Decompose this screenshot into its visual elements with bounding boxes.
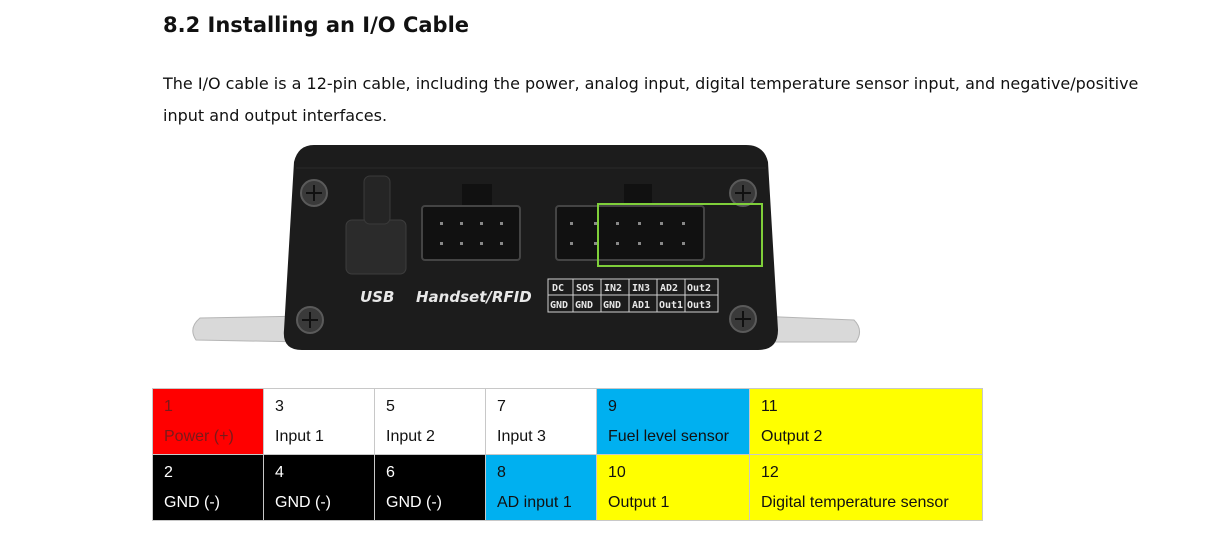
pin-label-top: IN3	[632, 283, 650, 294]
pin-number: 3	[275, 398, 284, 415]
screw-icon-top-left	[300, 179, 328, 207]
pin-label-bottom: GND	[575, 300, 593, 311]
device-photo: USB Handset/RFID DC SOS IN2 IN3 AD2 Out2…	[192, 145, 860, 350]
pin-label: Input 2	[386, 428, 435, 445]
handset-connector	[421, 205, 521, 261]
pin-label: Output 2	[761, 428, 823, 445]
pin-number: 11	[761, 398, 778, 415]
section-heading: 8.2 Installing an I/O Cable	[163, 13, 470, 37]
pin-number: 8	[497, 464, 506, 481]
pin-label: Fuel level sensor	[608, 428, 729, 445]
pin-label-top: Out2	[687, 283, 711, 294]
pin-label: Output 1	[608, 494, 670, 511]
screw-icon-bottom-right	[729, 305, 757, 333]
io-highlight-box	[597, 203, 763, 267]
pin-number: 9	[608, 398, 617, 415]
right-mount-plate	[755, 315, 860, 343]
pin-label: GND (-)	[386, 494, 442, 511]
pin-cell: 8 AD input 1	[485, 454, 597, 521]
pin-number: 7	[497, 398, 506, 415]
screw-icon-bottom-left	[296, 306, 324, 334]
pin-number: 5	[386, 398, 395, 415]
pin-label: Power (+)	[164, 428, 234, 445]
usb-label: USB	[360, 288, 394, 306]
pin-number: 2	[164, 464, 173, 481]
pin-label-bottom: Out1	[659, 300, 683, 311]
pin-label: GND (-)	[164, 494, 220, 511]
pin-number: 1	[164, 398, 173, 415]
handset-label: Handset/RFID	[416, 288, 532, 306]
pin-label-top: IN2	[604, 283, 622, 294]
pin-number: 4	[275, 464, 284, 481]
pin-label: Input 1	[275, 428, 324, 445]
screw-icon-top-right	[729, 179, 757, 207]
pin-label: AD input 1	[497, 494, 572, 511]
pin-label-bottom: GND	[603, 300, 621, 311]
pin-label-bottom: GND	[550, 300, 568, 311]
pin-label-top: SOS	[576, 283, 594, 294]
pin-number: 6	[386, 464, 395, 481]
pin-number: 12	[761, 464, 779, 481]
io-connector	[555, 205, 705, 261]
pin-number: 10	[608, 464, 626, 481]
pin-label-top: AD2	[660, 283, 678, 294]
pin-label-top: DC	[552, 283, 564, 294]
pin-label: Digital temperature sensor	[761, 494, 949, 511]
intro-paragraph: The I/O cable is a 12-pin cable, includi…	[163, 74, 1139, 125]
pin-label-bottom: AD1	[632, 300, 650, 311]
usb-cover	[345, 219, 407, 275]
pin-label: GND (-)	[275, 494, 331, 511]
pin-label-bottom: Out3	[687, 300, 711, 311]
pin-label: Input 3	[497, 428, 546, 445]
